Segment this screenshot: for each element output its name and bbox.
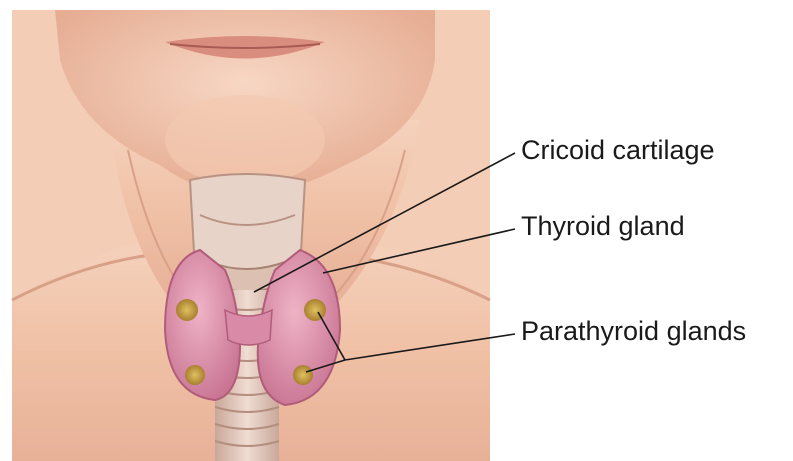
parathyroid-upper-left xyxy=(176,299,198,321)
thyroid-isthmus xyxy=(225,310,272,345)
parathyroid-lower-right xyxy=(293,365,313,385)
cricoid-cartilage-label: Cricoid cartilage xyxy=(521,137,715,164)
parathyroid-lower-left xyxy=(185,365,205,385)
chin xyxy=(165,95,325,185)
parathyroid-upper-right xyxy=(304,299,326,321)
thyroid-gland-label: Thyroid gland xyxy=(521,213,685,240)
parathyroid-glands-label: Parathyroid glands xyxy=(521,318,746,345)
